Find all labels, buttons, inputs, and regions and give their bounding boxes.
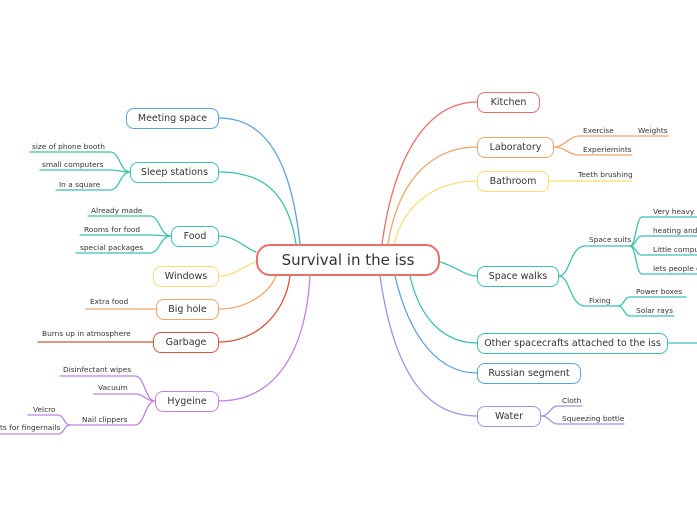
link-other-spacecrafts (409, 275, 478, 344)
subtopic-fixing[interactable]: Fixing (589, 296, 611, 305)
link-big-hole (218, 275, 277, 310)
subtopic-in-a-square[interactable]: In a square (59, 180, 101, 189)
link-solar-rays (617, 305, 675, 317)
link-rooms-for-food (79, 234, 172, 237)
subtopic-already-made[interactable]: Already made (91, 206, 143, 215)
subtopic-small-computers[interactable]: small computers (42, 160, 104, 169)
subtopic-special-packages[interactable]: special packages (80, 243, 144, 252)
link-water (379, 275, 478, 417)
topic-garbage[interactable]: Garbage (153, 332, 219, 353)
topic-sleep-stations[interactable]: Sleep stations (130, 162, 219, 183)
topic-water[interactable]: Water (477, 406, 541, 427)
link-kitchen (381, 101, 478, 245)
subtopic-experiments[interactable]: Experiemints (583, 145, 632, 154)
link-power-boxes (617, 296, 687, 307)
link-nail-clippers (69, 400, 156, 426)
link-fixing (558, 275, 619, 307)
link-garbage (218, 275, 291, 343)
subtopic-extra-food[interactable]: Extra food (90, 297, 129, 306)
topic-kitchen[interactable]: Kitchen (477, 92, 540, 113)
link-lets-people (629, 245, 697, 275)
link-food (218, 235, 257, 253)
link-already-made (87, 215, 172, 237)
topic-other-spacecrafts[interactable]: Other spacecrafts attached to the iss (477, 333, 668, 354)
subtopic-rooms-for-food[interactable]: Rooms for food (84, 225, 141, 234)
link-russian (394, 275, 478, 374)
topic-bathroom[interactable]: Bathroom (477, 171, 549, 192)
subtopic-cloth[interactable]: Cloth (562, 396, 582, 405)
subtopic-lets-people[interactable]: lets people g (653, 264, 697, 273)
link-in-a-square (55, 171, 131, 191)
link-squeezing (540, 415, 625, 425)
link-fingernails (0, 424, 71, 435)
subtopic-heating[interactable]: heating and c (653, 226, 697, 235)
subtopic-very-heavy[interactable]: Very heavy (653, 207, 695, 216)
topic-laboratory[interactable]: Laboratory (477, 137, 554, 158)
subtopic-nail-clippers[interactable]: Nail clippers (82, 415, 128, 424)
subtopic-teeth-brushing[interactable]: Teeth brushing (578, 170, 633, 179)
topic-hygeine[interactable]: Hygeine (155, 391, 219, 412)
subtopic-phone-booth[interactable]: size of phone booth (32, 142, 105, 151)
topic-big-hole[interactable]: Big hole (156, 299, 219, 320)
subtopic-velcro[interactable]: Velcro (33, 405, 56, 414)
subtopic-weights[interactable]: Weights (638, 126, 668, 135)
link-special-packages (75, 235, 172, 254)
link-space-suits (558, 245, 631, 277)
topic-windows[interactable]: Windows (153, 266, 219, 287)
link-bathroom (393, 180, 478, 245)
central-topic[interactable]: Survival in the iss (256, 244, 440, 276)
subtopic-exercise[interactable]: Exercise (583, 126, 614, 135)
subtopic-squeezing-bottle[interactable]: Squeezing bottle (562, 414, 625, 423)
subtopic-solar-rays[interactable]: Solar rays (636, 306, 673, 315)
link-small-computers (39, 169, 131, 173)
topic-russian-segment[interactable]: Russian segment (477, 363, 581, 384)
link-experiments (553, 146, 633, 156)
topic-food[interactable]: Food (171, 226, 219, 247)
link-laboratory (387, 146, 478, 245)
link-meeting (218, 117, 301, 245)
link-vacuum (93, 393, 156, 402)
link-sleep (218, 171, 297, 245)
subtopic-vacuum[interactable]: Vacuum (98, 383, 128, 392)
topic-meeting-space[interactable]: Meeting space (126, 108, 219, 129)
subtopic-power-boxes[interactable]: Power boxes (636, 287, 683, 296)
subtopic-space-suits[interactable]: Space suits (589, 235, 632, 244)
topic-space-walks[interactable]: Space walks (477, 266, 559, 287)
link-heating (629, 235, 697, 247)
link-velcro (27, 414, 71, 426)
subtopic-little-computers[interactable]: Little comput (653, 245, 697, 254)
link-windows (218, 261, 257, 277)
link-space-walks (439, 261, 478, 277)
subtopic-disinfectant-wipes[interactable]: Disinfectant wipes (63, 365, 132, 374)
subtopic-burns-up[interactable]: Burns up in atmosphere (42, 329, 131, 338)
subtopic-fingernails[interactable]: ts for fingernails (0, 423, 61, 432)
link-hygeine (218, 275, 311, 402)
link-exercise (553, 135, 621, 148)
